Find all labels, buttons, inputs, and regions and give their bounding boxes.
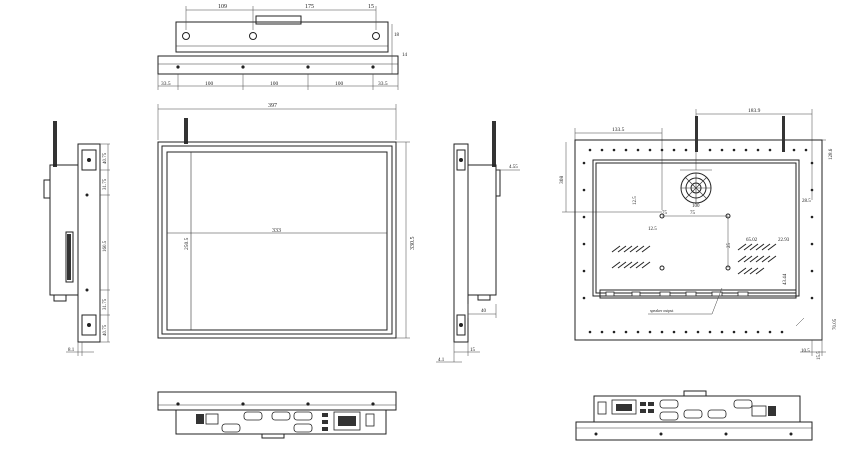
front-active-width: 333 [272, 228, 281, 234]
front-height: 330.5 [410, 237, 416, 251]
top-dim-1: 109 [218, 4, 227, 10]
left-dim-5: 40.75 [103, 324, 108, 336]
bottom-view-io [157, 391, 397, 439]
rear-dim-12: 22.93 [778, 238, 790, 243]
bottom-dim-5: 33.5 [378, 81, 388, 87]
left-bottom-dim: 8.1 [68, 348, 75, 353]
mount-hole [249, 32, 257, 40]
fan-icon [680, 172, 712, 204]
rear-dim-15: 10.5 [801, 349, 810, 354]
rear-dim-14: 70.05 [833, 318, 838, 330]
rear-dim-7: 75 [690, 211, 696, 216]
side-dim-1: 18 [394, 33, 400, 38]
right-view: 4.55 40 15 4.1 [436, 121, 520, 363]
rear-dim-13: 43.44 [783, 273, 788, 285]
right-dim-3: 15 [470, 348, 476, 353]
usb-port [196, 414, 204, 424]
top-dim-2: 175 [305, 4, 314, 10]
usb-port [322, 420, 328, 424]
mount-hole [182, 32, 190, 40]
rear-dim-2: 183.9 [748, 108, 761, 114]
bottom-view-rear [575, 390, 813, 441]
power-switch [597, 401, 607, 415]
rear-dim-10: 25 [727, 243, 732, 249]
right-dim-1: 4.55 [509, 165, 518, 170]
hole-row-bottom [588, 330, 784, 334]
lan-port [205, 413, 219, 425]
mount-hole [372, 32, 380, 40]
usb-port [640, 409, 646, 413]
right-dim-4: 4.1 [438, 358, 445, 363]
left-dim-3: 160.5 [103, 240, 108, 252]
front-active-height: 250.5 [184, 237, 190, 250]
usb-port [648, 402, 654, 406]
front-width: 397 [268, 103, 277, 109]
rear-dim-1: 133.5 [612, 127, 625, 133]
top-view: 109 175 15 18 14 33.5 100 100 100 33.5 [157, 4, 408, 90]
rear-dim-4: 128.6 [829, 148, 834, 160]
usb-port [322, 427, 328, 431]
left-dim-1: 40.75 [103, 152, 108, 164]
rear-dim-3: 308 [559, 176, 565, 185]
usb-port [322, 413, 328, 417]
serial-port [221, 423, 241, 433]
rear-note: speaker output [650, 308, 674, 313]
top-dim-3: 15 [368, 4, 374, 10]
bottom-dim-3: 100 [270, 81, 279, 87]
serial-port [733, 399, 753, 409]
serial-port [659, 399, 679, 409]
left-dim-2: 31.75 [103, 178, 108, 190]
serial-port [271, 411, 291, 421]
right-dim-2: 40 [481, 309, 487, 314]
side-dim-2: 14 [402, 53, 408, 58]
rear-dim-11: 65.02 [746, 238, 758, 243]
rear-dim-5: 12.5 [633, 196, 638, 205]
usb-port [640, 402, 646, 406]
serial-port [683, 409, 703, 419]
vent-slots-right [737, 243, 777, 275]
rear-dim-8: 100 [692, 204, 700, 209]
serial-port [707, 409, 727, 419]
lan-port [751, 405, 767, 417]
serial-port [293, 411, 313, 421]
bottom-dim-4: 100 [335, 81, 344, 87]
rear-dim-9: 75 [662, 211, 668, 216]
serial-port [293, 423, 313, 433]
usb-port [648, 409, 654, 413]
left-dim-4: 31.75 [103, 298, 108, 310]
front-view: 397 333 250.5 330.5 [157, 103, 416, 339]
rear-view: 133.5 183.9 308 128.6 [559, 108, 838, 360]
usb-port [768, 406, 776, 416]
left-view: 40.75 31.75 160.5 31.75 40.75 8.1 [43, 121, 110, 356]
power-switch [365, 413, 375, 427]
vent-slots-left [611, 245, 651, 269]
rear-dim-6: 12.5 [648, 227, 657, 232]
bottom-dim-1: 33.5 [161, 81, 171, 87]
rear-dim-17: 28.5 [802, 199, 811, 204]
serial-port [243, 411, 263, 421]
hole-row-top [588, 148, 808, 152]
rear-dim-16: 15.5 [817, 351, 822, 360]
bottom-dim-2: 100 [205, 81, 214, 87]
serial-port [659, 411, 679, 421]
